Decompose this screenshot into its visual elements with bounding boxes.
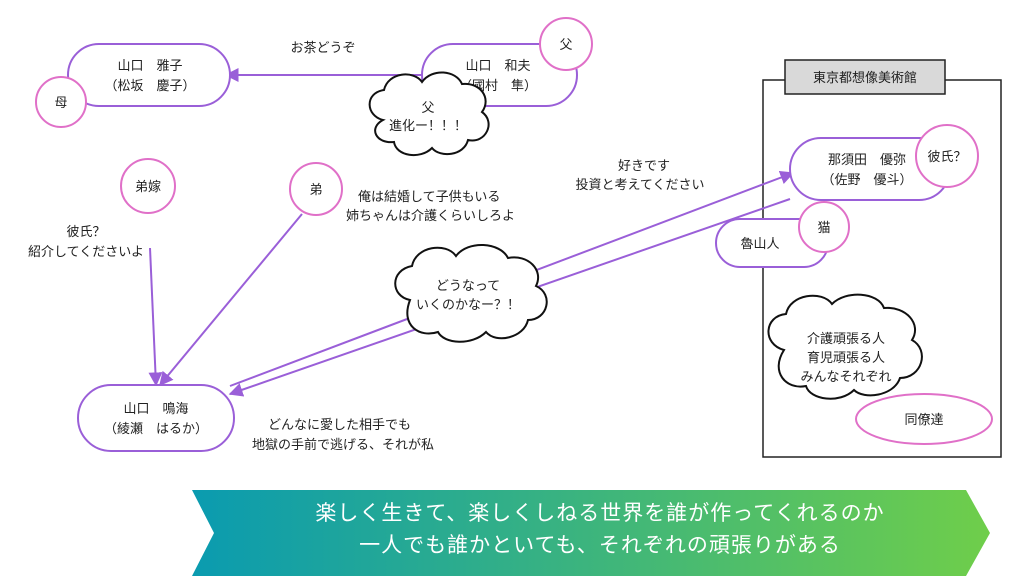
- museum-cloud-line1: 介護頑張る人: [807, 331, 885, 347]
- brother-quote-line1: 俺は結婚して子供もいる: [358, 190, 500, 205]
- mother-node: [67, 43, 231, 107]
- sister-in-law-quote-line2: 紹介してくださいよ: [28, 245, 144, 260]
- father-cloud-line1: 父: [421, 101, 434, 116]
- museum-title-box: [784, 59, 946, 95]
- museum-cloud-line2: 育児頑張る人: [807, 350, 885, 366]
- museum-title: 東京都想像美術館: [813, 70, 917, 86]
- mother-badge-label: 母: [54, 96, 67, 111]
- mother-name: 山口 雅子: [117, 59, 182, 74]
- sister-in-law-badge-label: 弟嫁: [135, 180, 161, 195]
- coworkers-node: [855, 393, 993, 445]
- center-thought-cloud: [394, 243, 548, 343]
- main-node: [77, 384, 235, 452]
- arrow-brother-to-main: [159, 213, 303, 387]
- center-cloud-line1: どうなって: [436, 279, 500, 294]
- boyfriend-badge: [915, 124, 979, 188]
- main-quote-line1: どんなに愛した相手でも: [268, 418, 411, 433]
- edge-label-father-to-mother: お茶どうぞ: [290, 40, 355, 56]
- father-badge: [539, 17, 593, 71]
- father-cloud-line2: 進化ー！！！: [389, 119, 467, 134]
- mother-badge: [35, 76, 87, 128]
- banner-text: 楽しく生きて、楽しくしねる世界を誰が作ってくれるのか 一人でも誰かといても、それ…: [230, 497, 970, 561]
- edge-label-main-to-boyfriend-line1: 好きです: [618, 159, 670, 174]
- edge-label-main-to-boyfriend-line2: 投資と考えてください: [576, 177, 705, 193]
- father-badge-label: 父: [559, 38, 572, 53]
- museum-thought-cloud: [767, 293, 923, 400]
- center-cloud-line2: いくのかなー？！: [416, 298, 520, 313]
- main-name: 山口 鳴海: [123, 402, 188, 417]
- cat-badge: [798, 201, 850, 253]
- arrow-sister-in-law-to-main: [148, 247, 163, 387]
- boyfriend-name: 那須田 優弥: [828, 152, 906, 168]
- brother-badge: [289, 162, 343, 216]
- sister-in-law-badge: [120, 158, 176, 214]
- banner-line1: 楽しく生きて、楽しくしねる世界を誰が作ってくれるのか: [315, 501, 885, 525]
- father-name: 山口 和夫: [465, 59, 530, 74]
- brother-badge-label: 弟: [309, 183, 322, 198]
- banner: [192, 490, 990, 576]
- banner-line2: 一人でも誰かといても、それぞれの頑張りがある: [359, 533, 841, 557]
- main-actor: （綾瀬 はるか）: [104, 421, 208, 437]
- main-quote-line2: 地獄の手前で逃げる、それが私: [252, 437, 434, 453]
- mother-actor: （松坂 慶子）: [104, 79, 195, 94]
- sister-in-law-quote-line1: 彼氏？: [66, 225, 105, 240]
- father-thought-cloud: [368, 71, 490, 157]
- boyfriend-badge-label: 彼氏？: [927, 150, 966, 165]
- boyfriend-actor: （佐野 優斗）: [821, 173, 912, 188]
- cat-name: 魯山人: [740, 237, 779, 252]
- coworkers-label: 同僚達: [904, 413, 943, 428]
- museum-cloud-line3: みんなそれぞれ: [800, 370, 891, 385]
- cat-badge-label: 猫: [817, 221, 830, 236]
- brother-quote-line2: 姉ちゃんは介護くらいしろよ: [346, 208, 515, 224]
